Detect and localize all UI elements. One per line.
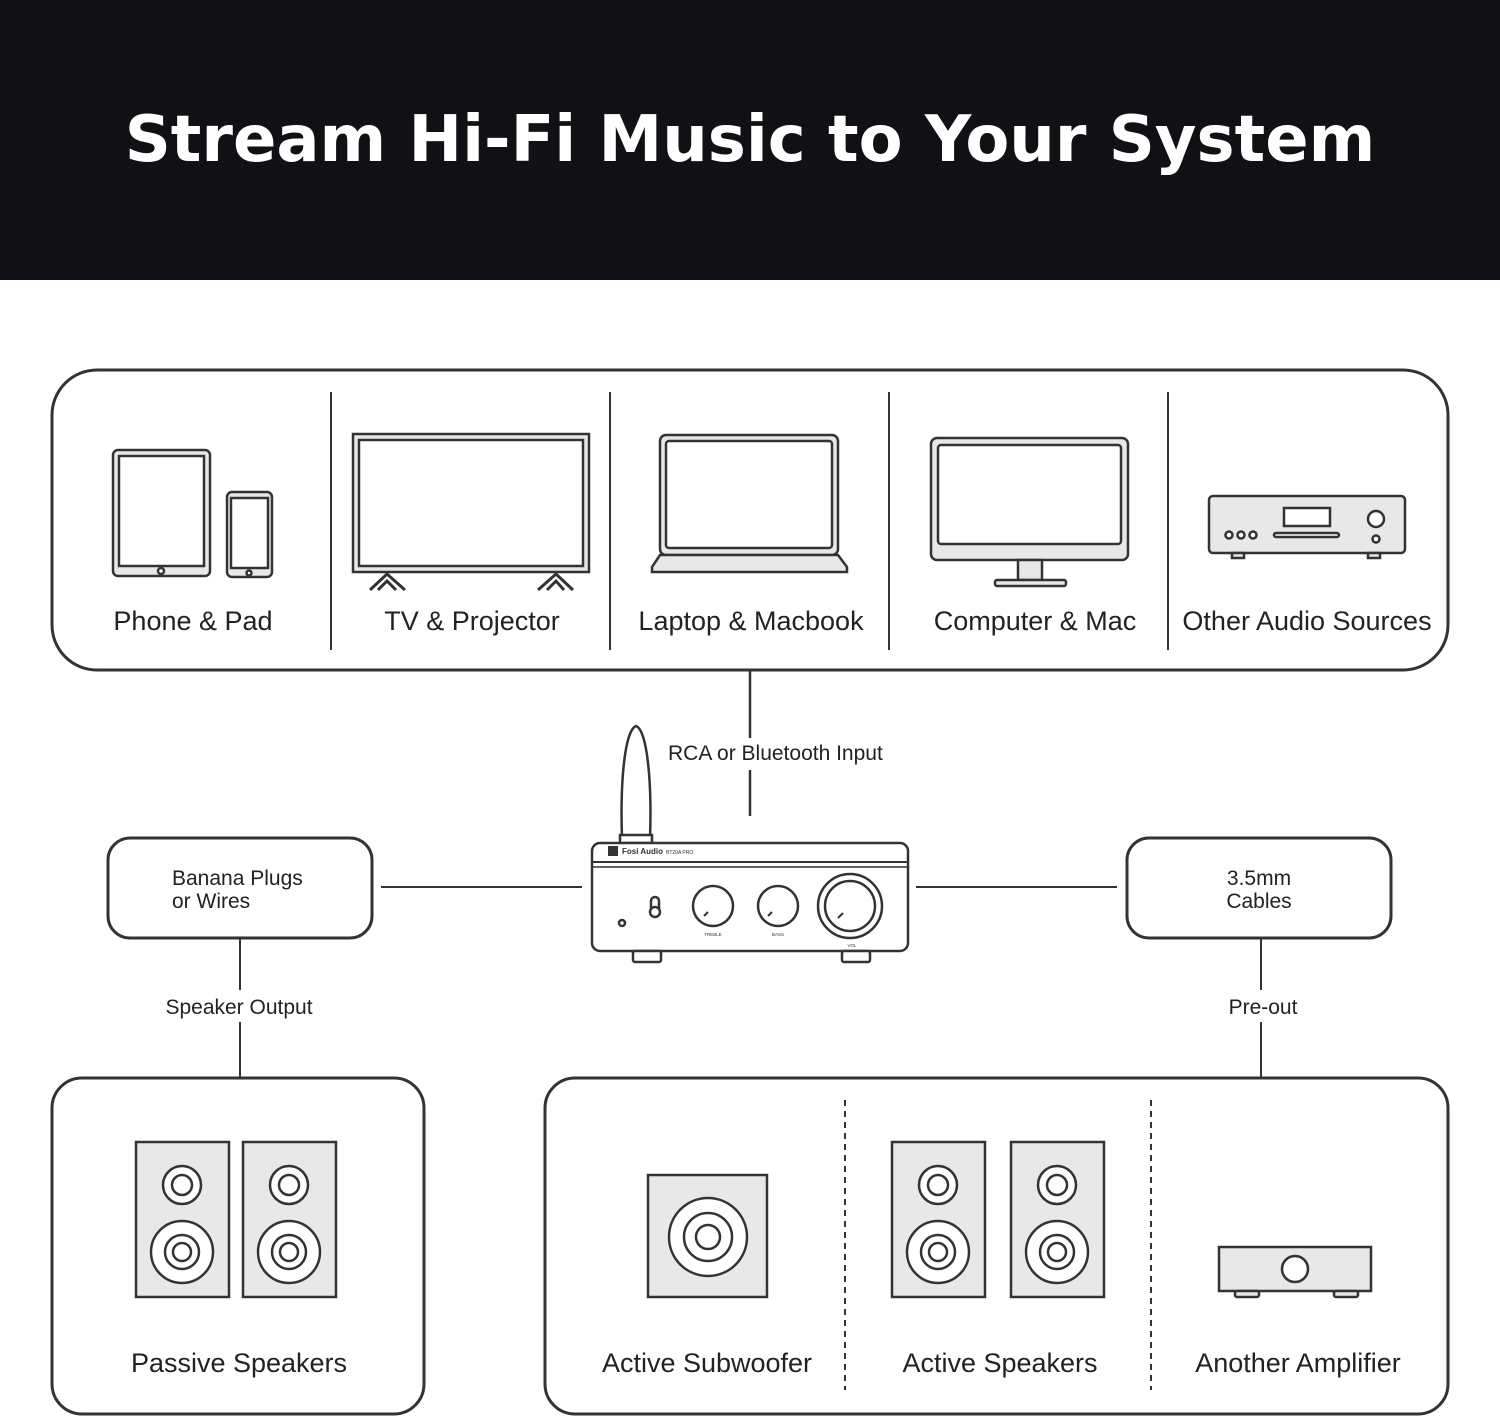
audio-player-icon (1207, 494, 1407, 560)
input-label: RCA or Bluetooth Input (668, 742, 883, 765)
amp-model: BT20A PRO (666, 850, 693, 856)
output-label-passive: Passive Speakers (131, 1348, 347, 1378)
speaker-part (170, 1173, 194, 1197)
amp-brand: Fosi Audio (622, 847, 663, 856)
speaker-part (1009, 1140, 1106, 1299)
laptop-icon (650, 433, 849, 574)
passive-speakers-icon (134, 1140, 338, 1299)
speaker-part (1046, 1241, 1068, 1263)
speaker-part (927, 1241, 949, 1263)
banana-plugs-line2: or Wires (172, 890, 250, 913)
banana-plugs-line1: Banana Plugs (172, 867, 303, 890)
active-output-box (543, 1076, 1450, 1416)
speaker-part (926, 1173, 950, 1197)
speaker-part (171, 1241, 193, 1263)
cables-line2: Cables (1226, 890, 1291, 913)
another-amplifier-icon (1217, 1245, 1373, 1299)
phone-tablet-icon (111, 448, 274, 579)
speaker-part (1045, 1173, 1069, 1197)
output-dividers (844, 1100, 1152, 1390)
source-dividers (330, 392, 1169, 650)
page-title: Stream Hi-Fi Music to Your System (124, 103, 1376, 177)
amplifier-icon: Fosi Audio BT20A PRO TREBLE BASS VOL (590, 724, 910, 964)
source-label-computer: Computer & Mac (934, 606, 1137, 636)
treble-label: TREBLE (704, 932, 722, 937)
active-speakers-icon (890, 1140, 1106, 1299)
passive-output-box (50, 1076, 426, 1416)
output-label-subwoofer: Active Subwoofer (602, 1348, 812, 1378)
output-label-active-speakers: Active Speakers (902, 1348, 1097, 1378)
banana-plugs-box (106, 836, 374, 940)
vol-label: VOL (847, 943, 857, 948)
subwoofer-icon (646, 1173, 769, 1299)
source-label-other: Other Audio Sources (1182, 606, 1431, 636)
pre-out-label: Pre-out (1229, 996, 1298, 1019)
monitor-icon (929, 436, 1130, 588)
source-label-tv: TV & Projector (384, 606, 560, 636)
speaker-output-label: Speaker Output (165, 996, 312, 1019)
header-banner: Stream Hi-Fi Music to Your System (0, 0, 1500, 280)
tv-icon (351, 432, 591, 592)
output-label-amplifier: Another Amplifier (1195, 1348, 1401, 1378)
speaker-part (277, 1173, 301, 1197)
source-label-laptop: Laptop & Macbook (638, 606, 864, 636)
source-label-phone: Phone & Pad (113, 606, 272, 636)
bass-label: BASS (772, 932, 784, 937)
connection-lines (239, 886, 1262, 1078)
speaker-part (278, 1241, 300, 1263)
cables-line1: 3.5mm (1227, 867, 1291, 890)
cables-box (1125, 836, 1393, 940)
